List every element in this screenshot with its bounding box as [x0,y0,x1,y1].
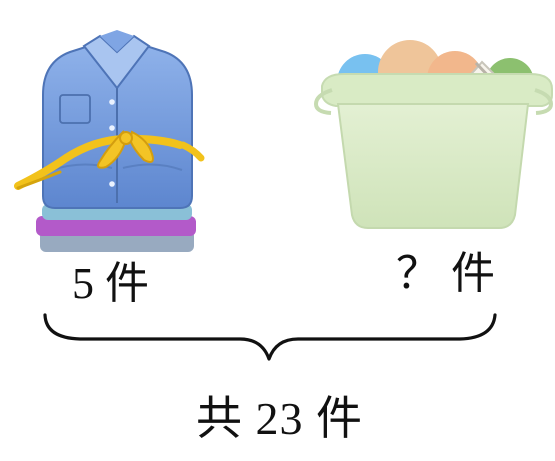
total-quantity-label: 共 23 件 [196,393,363,444]
grouping-brace [43,313,497,361]
left-quantity-label: 5 件 [72,259,149,308]
laundry-basket-image [313,40,554,229]
folded-shirts-image [14,30,205,252]
unknown-quantity-label: ？ 件 [396,249,495,298]
